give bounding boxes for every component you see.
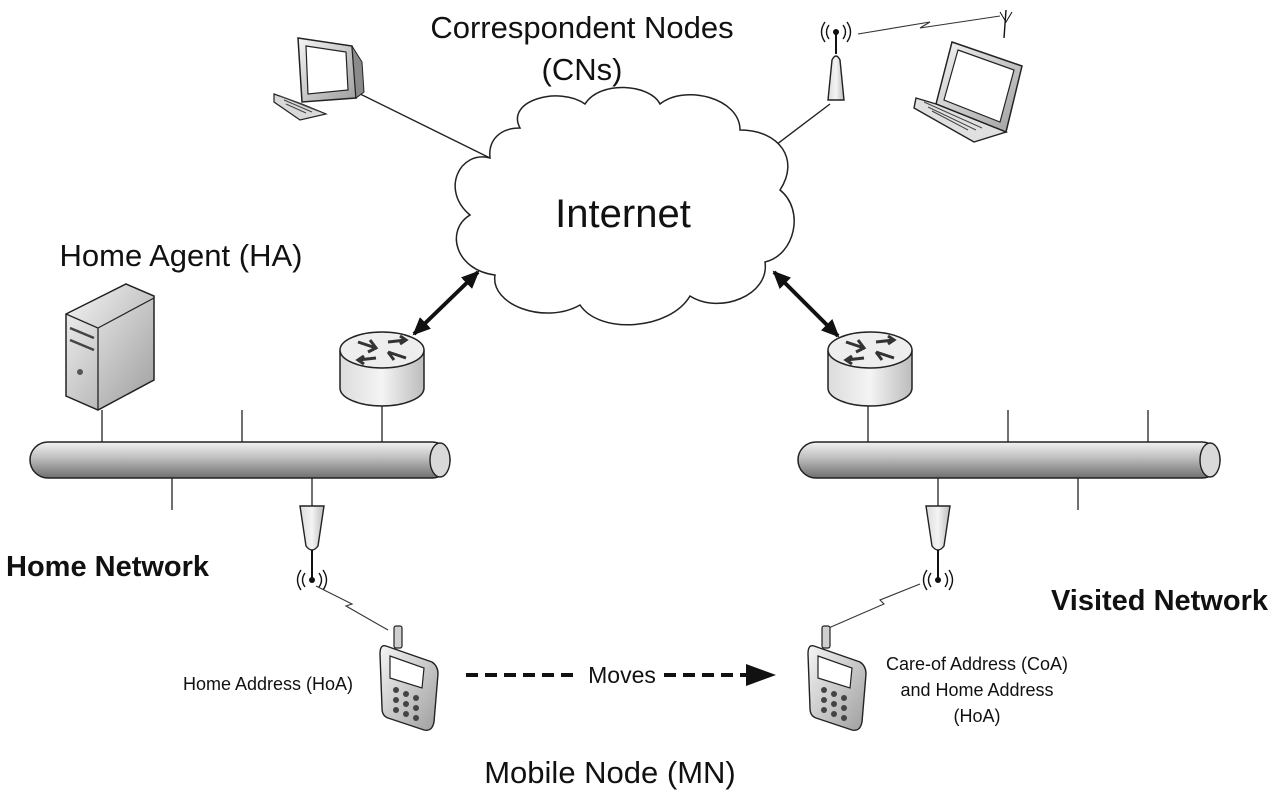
desktop-computer-icon [273, 37, 365, 121]
access-point-icon [820, 21, 852, 101]
home-address-label: Home Address (HoA) [183, 674, 353, 694]
laptop-icon [913, 9, 1023, 143]
visited-access-point-icon [922, 505, 954, 591]
home-agent-label: Home Agent (HA) [60, 238, 303, 273]
visited-network-label: Visited Network [1051, 585, 1269, 617]
visited-router-icon [827, 331, 913, 407]
home-mobile-phone-icon [379, 625, 439, 732]
coa-label-line3: (HoA) [953, 706, 1000, 726]
home-access-point-icon [296, 505, 328, 591]
home-router-icon [339, 331, 425, 407]
correspondent-nodes-label: Correspondent Nodes [430, 10, 733, 45]
mobile-node-label: Mobile Node (MN) [484, 755, 736, 790]
visited-mobile-phone-icon [807, 625, 867, 732]
home-network-bus [29, 404, 451, 510]
wireless-link-cn [857, 15, 1001, 35]
cn-desktop-link [347, 87, 491, 159]
visited-network-bus [797, 404, 1221, 510]
coa-label-line2: and Home Address [900, 680, 1053, 700]
internet-label: Internet [555, 192, 691, 236]
home-router-internet-link [412, 270, 480, 336]
visited-wireless-link [823, 583, 921, 631]
coa-label-line1: Care-of Address (CoA) [886, 654, 1068, 674]
visited-router-internet-link [772, 270, 840, 338]
server-icon [65, 283, 155, 411]
cloud-icon [454, 86, 795, 326]
home-wireless-link [315, 585, 389, 631]
home-network-label: Home Network [6, 551, 210, 583]
moves-label: Moves [588, 662, 656, 688]
correspondent-nodes-abbrev: (CNs) [542, 52, 623, 87]
